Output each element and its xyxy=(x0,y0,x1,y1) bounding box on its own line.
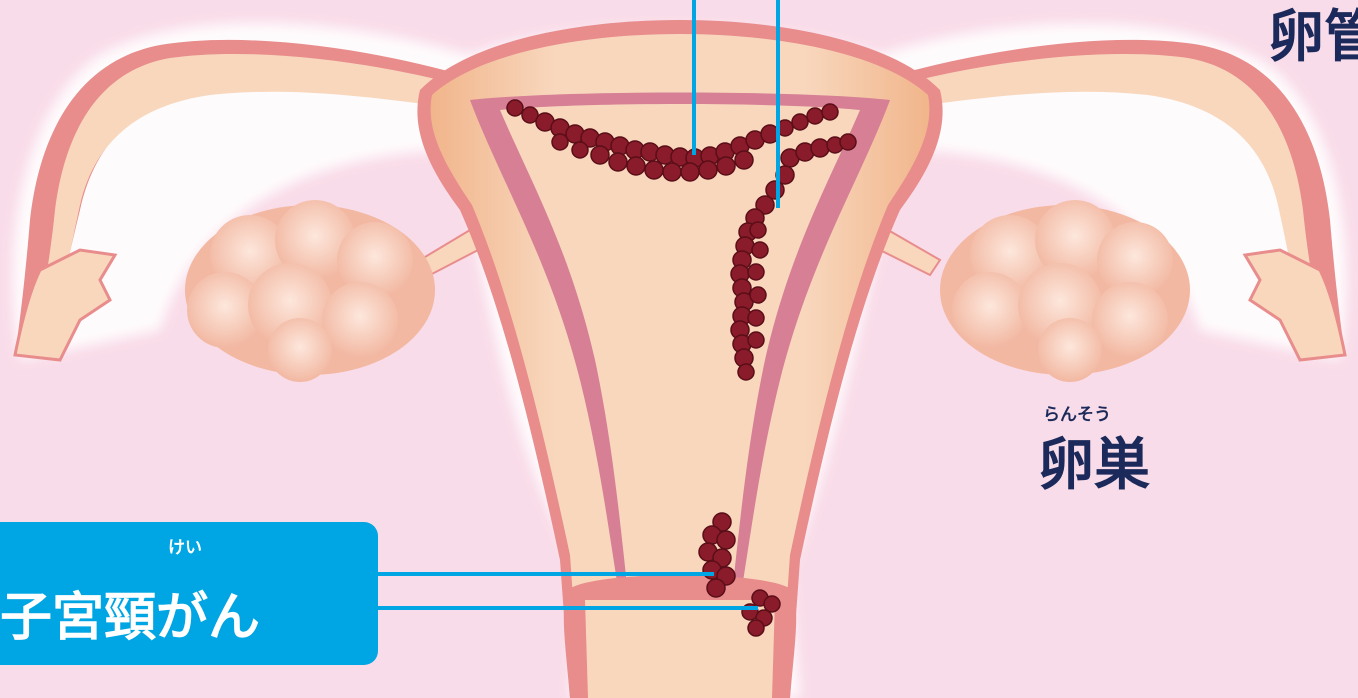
cervical-cancer-ruby: けい xyxy=(168,533,202,558)
right-ovary xyxy=(940,200,1190,382)
left-ovary xyxy=(185,200,435,382)
fallopian-tube-label: 卵管 xyxy=(1268,0,1358,73)
ovary-label: 卵巣 xyxy=(1038,420,1150,501)
cervical-cancer-label: 子宮頸がん xyxy=(0,575,260,650)
right-ovarian-ligament xyxy=(880,230,940,275)
